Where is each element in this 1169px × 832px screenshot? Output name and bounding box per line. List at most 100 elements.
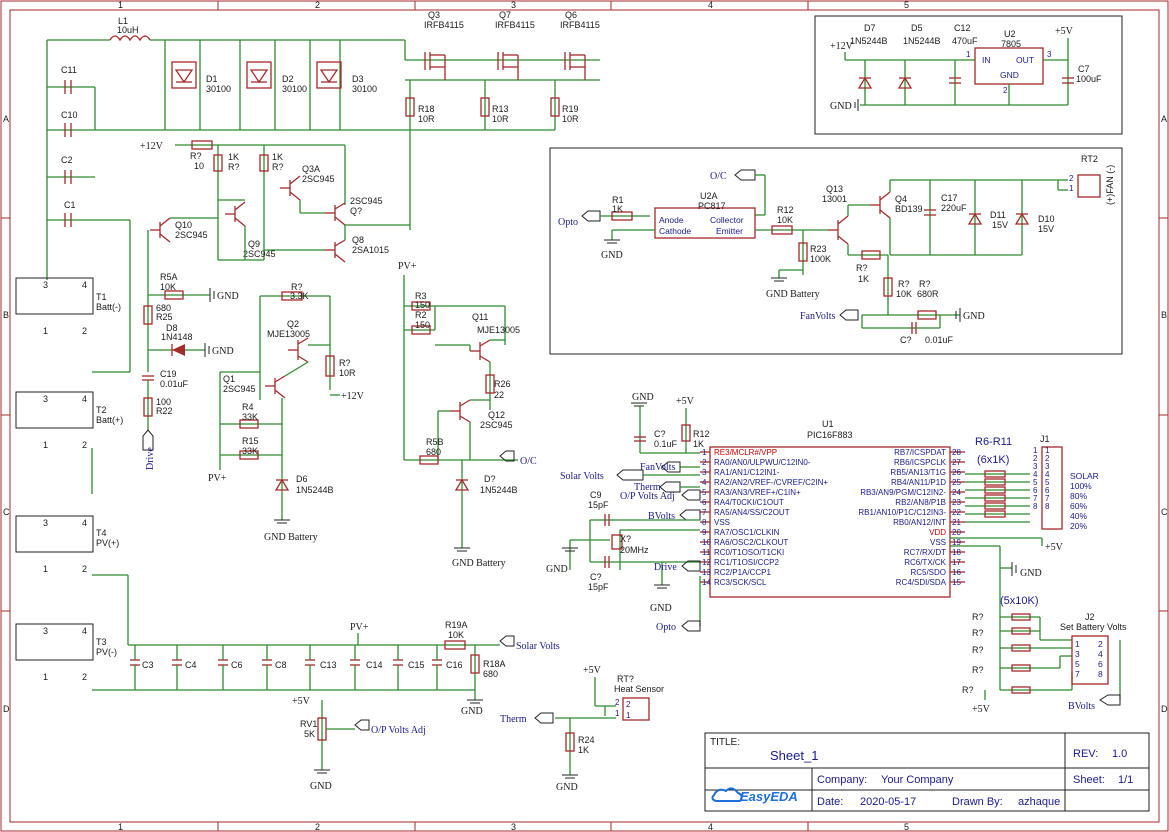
fan-label: (+)FAN (-) xyxy=(1105,165,1115,205)
row-label-d-r: D xyxy=(1161,704,1168,714)
q11-ref: Q11 xyxy=(472,312,488,322)
cq2-value: 0.1uF xyxy=(654,439,678,449)
u1-pin-label-22: RB1/AN10/P1C/C12IN3- xyxy=(858,508,946,517)
net-5v-rt: +5V xyxy=(583,665,602,676)
cq2-ref: C? xyxy=(654,429,666,439)
net-therm-a: Therm xyxy=(634,482,661,493)
u1-pin-num-2: 2 xyxy=(702,458,707,467)
u2-gnd: GND xyxy=(1000,70,1019,80)
u1-pin-num-24: 24 xyxy=(952,488,961,497)
q3a-ref: Q3A xyxy=(302,164,320,174)
r12c-value: 1K xyxy=(693,439,704,449)
r2-value: 150 xyxy=(415,320,430,330)
u1-pin-label-19: VSS xyxy=(930,538,946,547)
t2-ref: T2 xyxy=(96,405,107,415)
r2-ref: R2 xyxy=(415,310,427,320)
title-label: TITLE: xyxy=(710,737,740,748)
u1-pin-num-28: 28 xyxy=(952,448,961,457)
d2-value: 30100 xyxy=(282,84,307,94)
d5-ref: D5 xyxy=(911,23,923,33)
svg-text:8: 8 xyxy=(1045,502,1050,511)
rev-value: 1.0 xyxy=(1112,748,1127,760)
rt2-ref: RT2 xyxy=(1081,154,1098,164)
t4-ref: T4 xyxy=(96,528,107,538)
u1-pin-label-4: RA2/AN2/VREF-/CVREF/C2IN+ xyxy=(714,478,828,487)
d5-value: 1N5244B xyxy=(903,36,941,46)
rq-b: R? xyxy=(972,628,984,638)
u1-pin-label-13: RC2/P1A/CCP1 xyxy=(714,568,771,577)
cq-value: 0.01uF xyxy=(925,335,954,345)
q6-ref: Q6 xyxy=(565,10,577,20)
svg-text:1: 1 xyxy=(626,711,631,720)
svg-text:2: 2 xyxy=(615,698,620,707)
input-section: L1 10uH C11 C10 C2 C1 xyxy=(46,16,410,373)
svg-text:6: 6 xyxy=(1098,659,1103,669)
u2a-ref: U2A xyxy=(700,191,718,201)
rt2-pin2: 2 xyxy=(1069,174,1074,183)
net-5v-rv1: +5V xyxy=(292,696,311,707)
r18-ref: R18 xyxy=(418,104,435,114)
q4-value: BD139 xyxy=(895,204,923,214)
net-fanvolts-a: FanVolts xyxy=(800,311,835,322)
u1-pin-num-5: 5 xyxy=(702,488,707,497)
solar-40: 40% xyxy=(1070,511,1087,521)
row-label-b-r: B xyxy=(1161,310,1167,320)
col-label-5b: 5 xyxy=(904,822,909,832)
u1-pin-label-8: VSS xyxy=(714,518,730,527)
q3a-value: 2SC945 xyxy=(302,174,335,184)
rk2-ref: R? xyxy=(272,162,284,172)
rq-c: R? xyxy=(972,645,984,655)
c7-value: 100uF xyxy=(1076,74,1102,84)
c16-ref: C16 xyxy=(446,660,463,670)
u1-pin-label-28: RB7/ICSPDAT xyxy=(894,448,946,457)
easyeda-logo-icon xyxy=(711,787,743,802)
rq-a: R? xyxy=(972,612,984,622)
svg-text:1: 1 xyxy=(43,672,48,682)
net-oc-a: O/C xyxy=(520,456,537,467)
gnd-opto: GND xyxy=(601,250,623,261)
r12b-value: 10K xyxy=(777,215,793,225)
u1-pin-label-25: RB4/AN11/P1D xyxy=(891,478,946,487)
col-label-5: 5 xyxy=(904,0,909,10)
u1-pin-label-9: RA7/OSC1/CLKIN xyxy=(714,528,780,537)
d6-value: 1N5244B xyxy=(296,485,334,495)
u1-pin-num-14: 14 xyxy=(702,578,711,587)
row-label-a-r: A xyxy=(1161,114,1167,124)
r19-value: 10R xyxy=(562,114,579,124)
r15-value: 33K xyxy=(242,446,258,456)
pv-cap-bank: C3 C4 C6 C8 C13 C14 C15 C16 PV+ R19A 10K… xyxy=(128,620,560,717)
regulator-circuit: +12V D7 1N5244B D5 1N5244B C12 470uF U2 … xyxy=(830,23,1102,112)
cq3-ref: C? xyxy=(590,572,602,582)
rq3-value: 10R xyxy=(339,368,356,378)
u1-pin-label-5: RA3/AN3/VREF+/C1IN+ xyxy=(714,488,801,497)
easyeda-logo-text: EasyEDA xyxy=(740,789,798,804)
q2-ref: Q2 xyxy=(287,319,299,329)
u1-pin-num-4: 4 xyxy=(702,478,707,487)
u1-pin-num-10: 10 xyxy=(702,538,711,547)
q9-ref: Q9 xyxy=(248,239,260,249)
d11-value: 15V xyxy=(992,220,1008,230)
d8-ref: D8 xyxy=(166,323,178,333)
u1-pin-num-18: 18 xyxy=(952,548,961,557)
d7-value: 1N5244B xyxy=(850,36,888,46)
svg-text:5: 5 xyxy=(1033,478,1038,487)
r19a-value: 10K xyxy=(448,630,464,640)
svg-text:3: 3 xyxy=(43,280,48,290)
u2a-emitter: Emitter xyxy=(716,226,743,236)
r15-ref: R15 xyxy=(242,436,259,446)
q12-ref: Q12 xyxy=(488,410,505,420)
gnd-battery-a: GND Battery xyxy=(264,532,318,543)
dq-ref: D? xyxy=(484,474,496,484)
fan-control: O/C Opto R1 1K U2A PC817 Anode Cathode C… xyxy=(558,154,1115,345)
col-label-2: 2 xyxy=(315,0,320,10)
col-label-3b: 3 xyxy=(511,822,516,832)
row-label-a: A xyxy=(3,114,9,124)
inductor-l1 xyxy=(109,35,151,42)
r24-ref: R24 xyxy=(578,735,595,745)
r25-ref: R25 xyxy=(156,312,173,322)
dq-value: 1N5244B xyxy=(480,485,518,495)
c4-ref: C4 xyxy=(185,660,197,670)
net-5v-j1: +5V xyxy=(1045,542,1064,553)
